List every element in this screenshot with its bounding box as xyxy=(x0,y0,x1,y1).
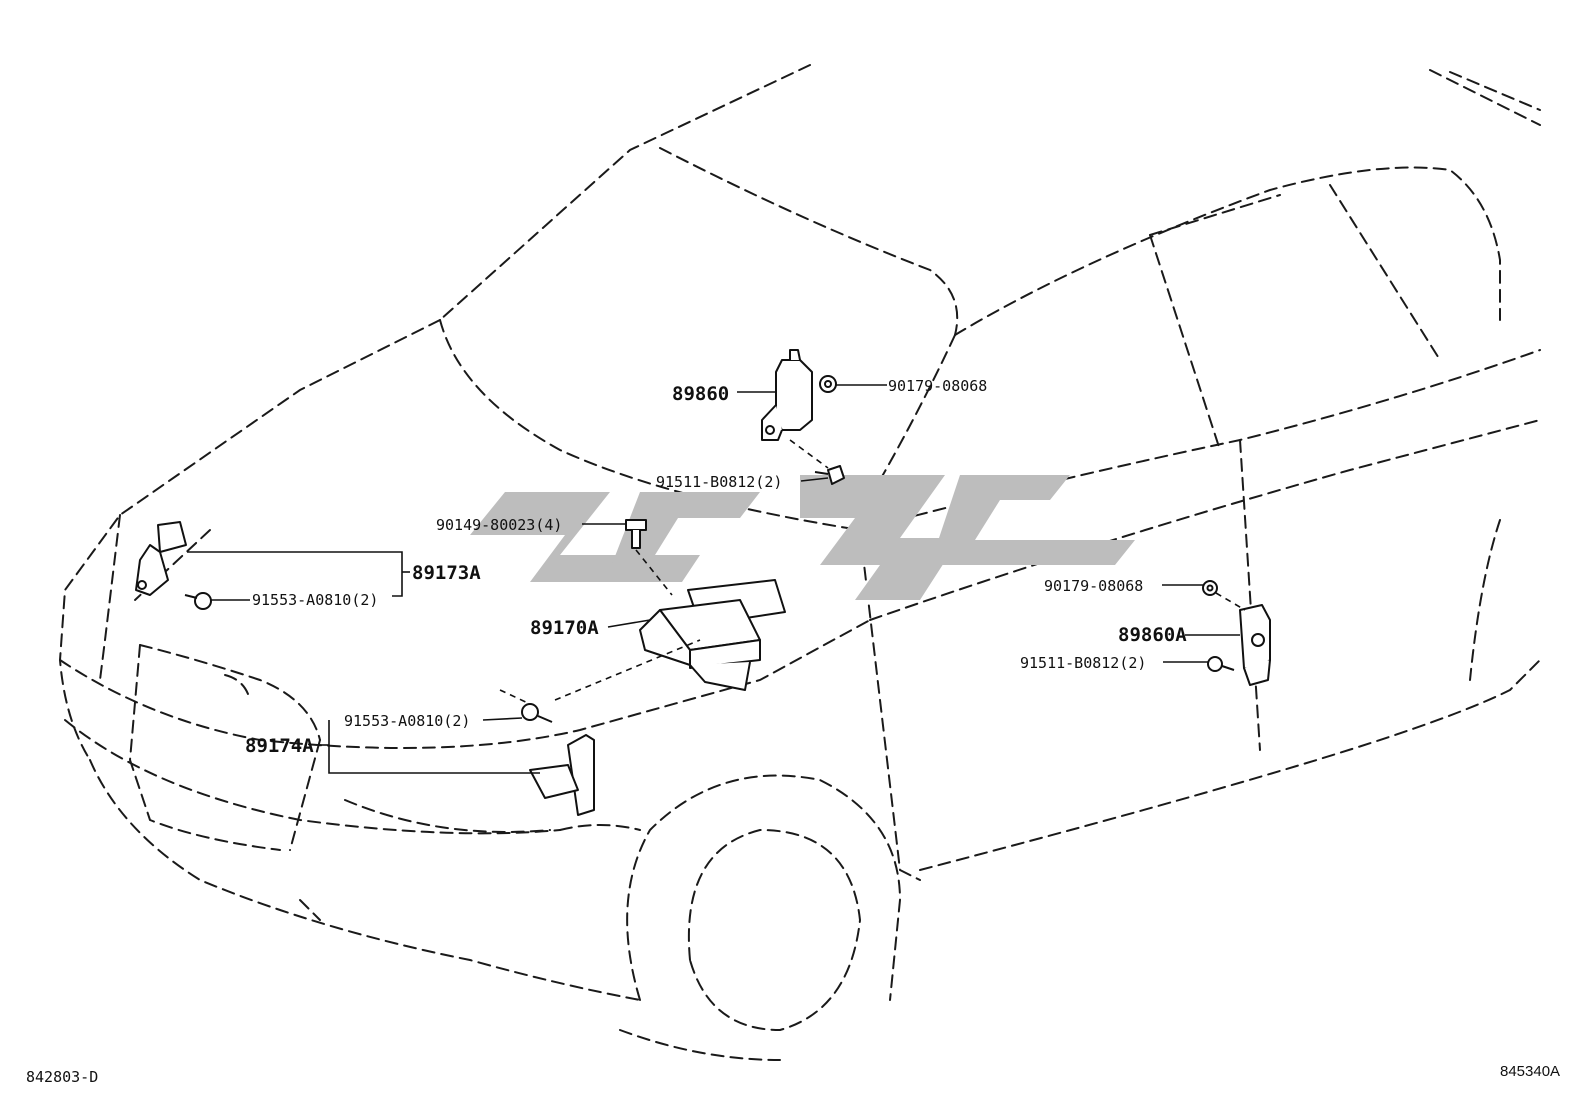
sensor-89173A-icon xyxy=(135,521,187,596)
footer-right-code: 845340A xyxy=(1500,1063,1560,1080)
label-91553-a0810-bottom: 91553-A0810(2) xyxy=(344,712,470,730)
label-91511-b0812-right: 91511-B0812(2) xyxy=(1020,654,1146,672)
sensor-89860A-icon xyxy=(1239,604,1271,686)
label-90179-08068-right: 90179-08068 xyxy=(1044,577,1143,595)
label-89860: 89860 xyxy=(672,383,729,405)
ecu-89170A-icon xyxy=(639,579,786,691)
sensor-89860-icon xyxy=(761,349,813,441)
label-90179-08068-top: 90179-08068 xyxy=(888,377,987,395)
label-89170A: 89170A xyxy=(530,617,599,639)
bolt-91553-bottom-icon xyxy=(521,703,553,723)
leader-lines xyxy=(187,384,1246,774)
label-89173A: 89173A xyxy=(412,562,481,584)
nut-90179-right-icon xyxy=(1202,580,1218,596)
bolt-91511-top-icon xyxy=(814,465,845,485)
label-90149-80023: 90149-80023(4) xyxy=(436,516,562,534)
bolt-91511-right-icon xyxy=(1207,656,1235,672)
nut-90179-top-icon xyxy=(819,375,837,393)
bolt-91553-top-icon xyxy=(184,592,212,610)
watermark xyxy=(470,475,1135,600)
sensor-89174A-icon xyxy=(529,734,595,816)
label-91553-a0810-top: 91553-A0810(2) xyxy=(252,591,378,609)
bolt-90149-icon xyxy=(625,519,647,549)
label-91511-b0812-top: 91511-B0812(2) xyxy=(656,473,782,491)
label-89174A: 89174A xyxy=(245,735,314,757)
footer-left-code: 842803-D xyxy=(26,1068,98,1086)
car-outline xyxy=(58,64,1541,1061)
label-89860A: 89860A xyxy=(1118,624,1187,646)
